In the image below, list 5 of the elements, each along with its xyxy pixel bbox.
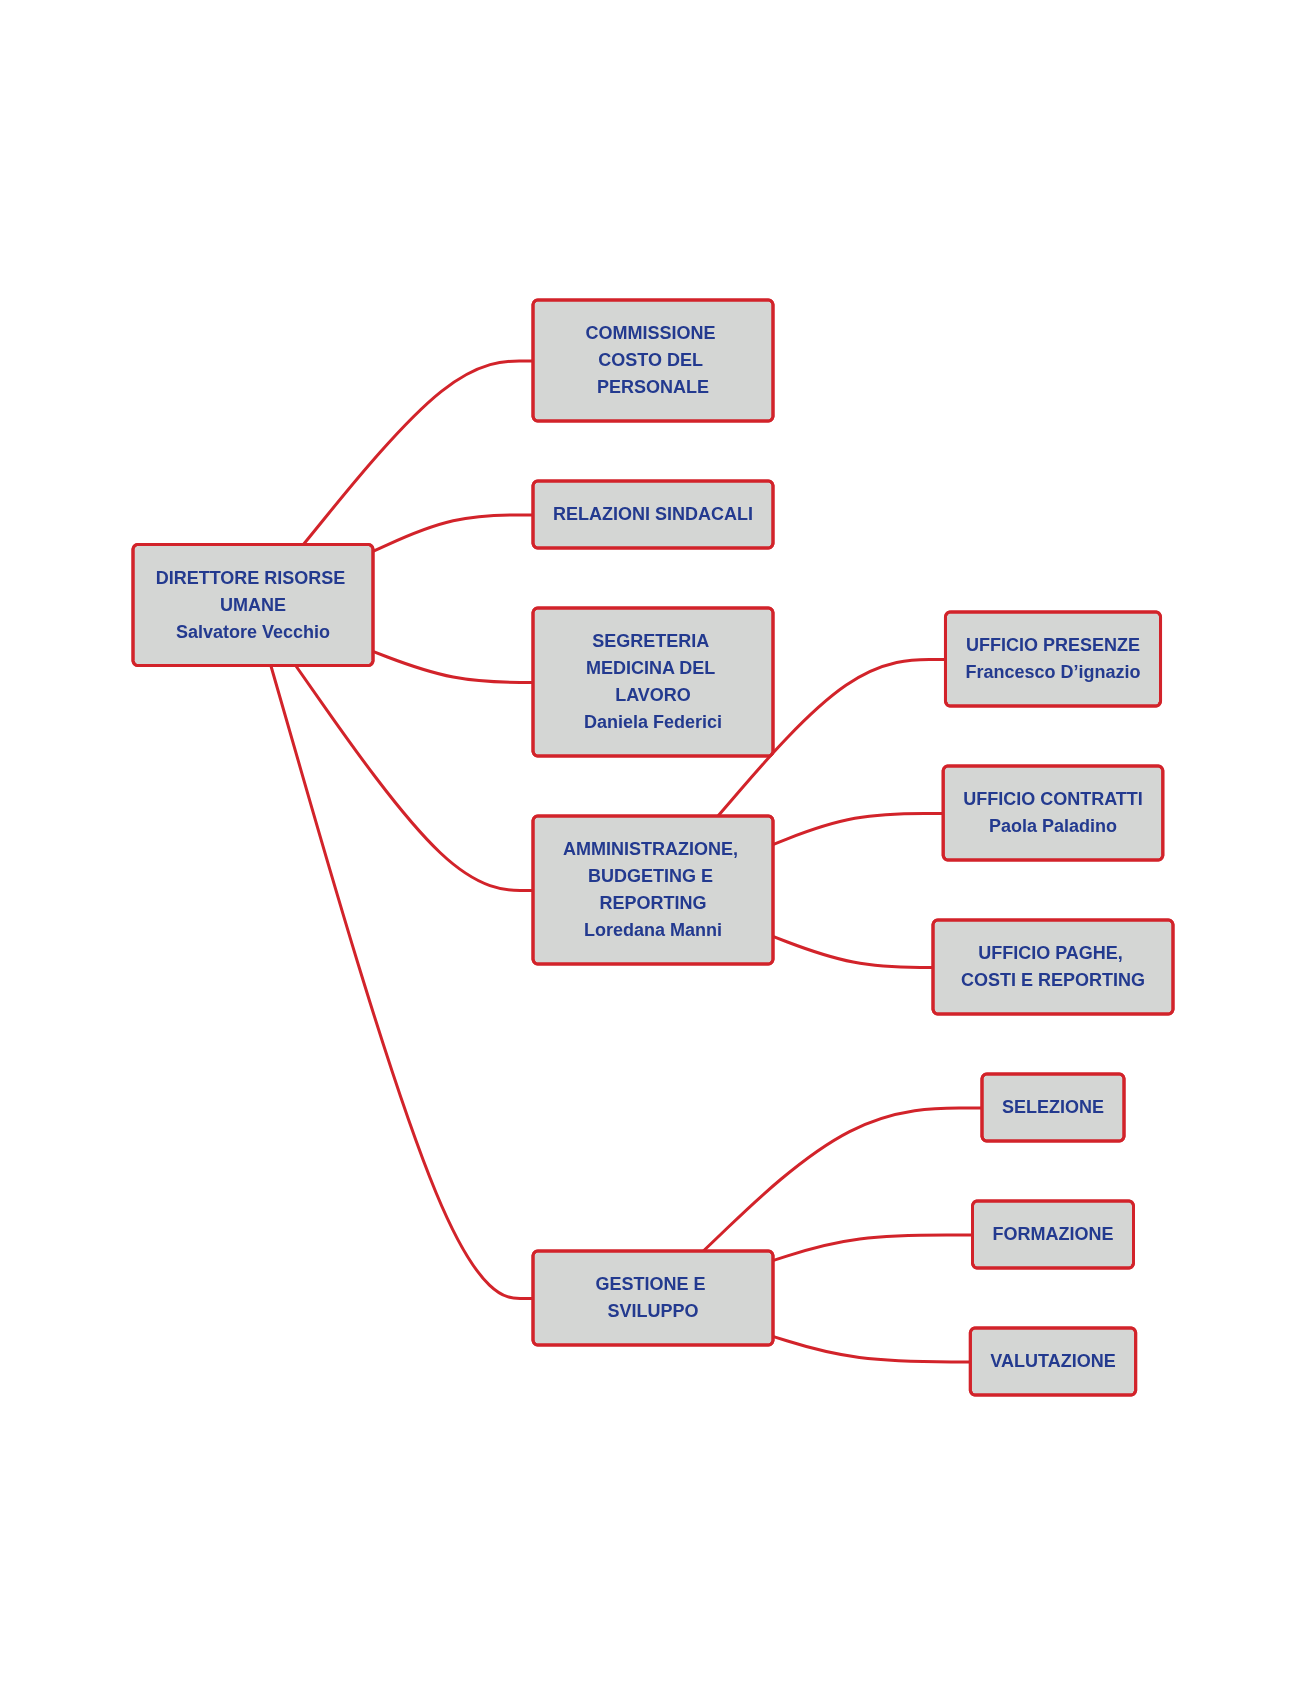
connector <box>773 1335 971 1364</box>
connector <box>294 665 534 892</box>
connector <box>372 513 534 553</box>
connector <box>773 1233 973 1262</box>
connector <box>269 665 534 1300</box>
